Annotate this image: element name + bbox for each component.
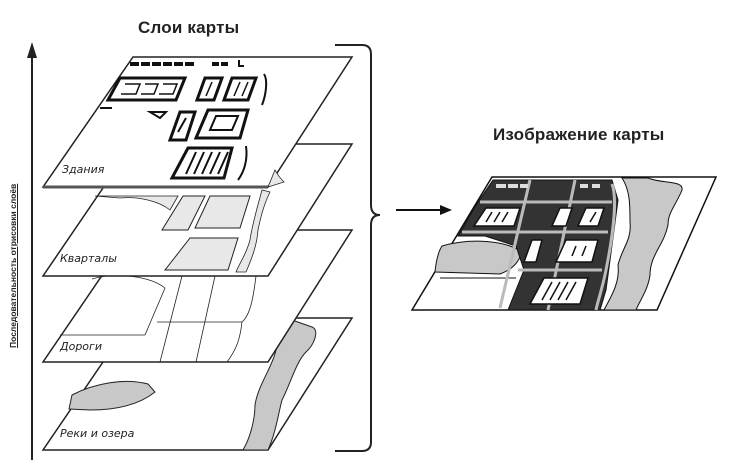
layer-buildings: Здания xyxy=(41,56,354,189)
map-image-title: Изображение карты xyxy=(493,125,665,144)
draw-order-arrow xyxy=(27,42,37,460)
layer-label-blocks: Кварталы xyxy=(60,252,117,265)
layer-label-roads: Дороги xyxy=(59,340,102,353)
result-arrow xyxy=(396,205,452,215)
layers-title: Слои карты xyxy=(138,18,240,37)
layer-label-buildings: Здания xyxy=(62,163,105,176)
lake-shape xyxy=(68,381,156,411)
grouping-brace xyxy=(335,44,381,452)
composite-map xyxy=(410,176,718,311)
layer-label-water: Реки и озера xyxy=(60,427,135,440)
